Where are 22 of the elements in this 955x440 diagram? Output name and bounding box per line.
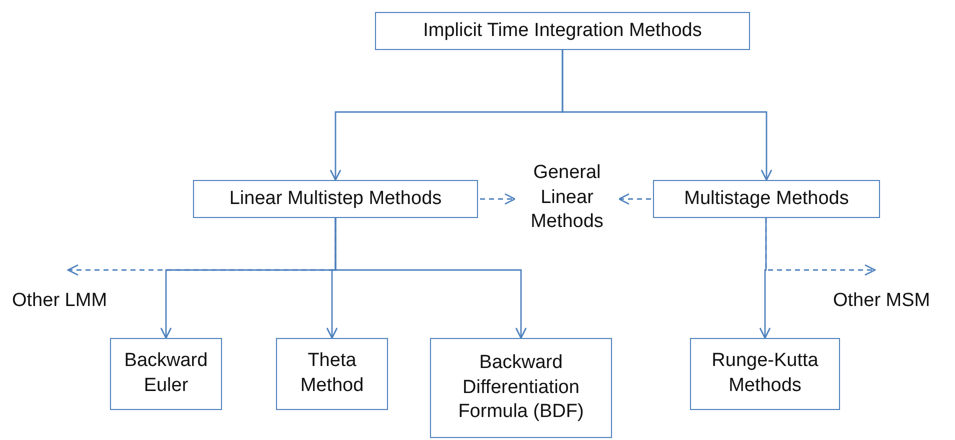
arrow [562, 50, 772, 181]
method-box [193, 180, 478, 218]
node-label: Backward Euler [123, 349, 209, 398]
method-box [653, 180, 880, 218]
arrow [334, 218, 527, 339]
node-label: Theta Method [299, 349, 365, 398]
branch-label: Other LMM [12, 290, 108, 312]
method-box [110, 338, 222, 410]
arrow [759, 218, 771, 339]
branch-label: Other MSM [833, 290, 930, 312]
method-box [276, 338, 388, 410]
node-label: Multistage Methods [683, 186, 850, 211]
method-box [375, 12, 750, 50]
method-box [430, 338, 612, 438]
node-label: Backward Differentiation Formula (BDF) [457, 350, 585, 424]
method-box [690, 338, 840, 410]
node-label: Linear Multistep Methods [228, 186, 443, 211]
method-label: General Linear Methods [530, 160, 604, 234]
arrow [480, 193, 516, 205]
node-label: Implicit Time Integration Methods [422, 18, 703, 43]
arrow [618, 193, 651, 205]
node-label: Runge-Kutta Methods [710, 349, 820, 398]
